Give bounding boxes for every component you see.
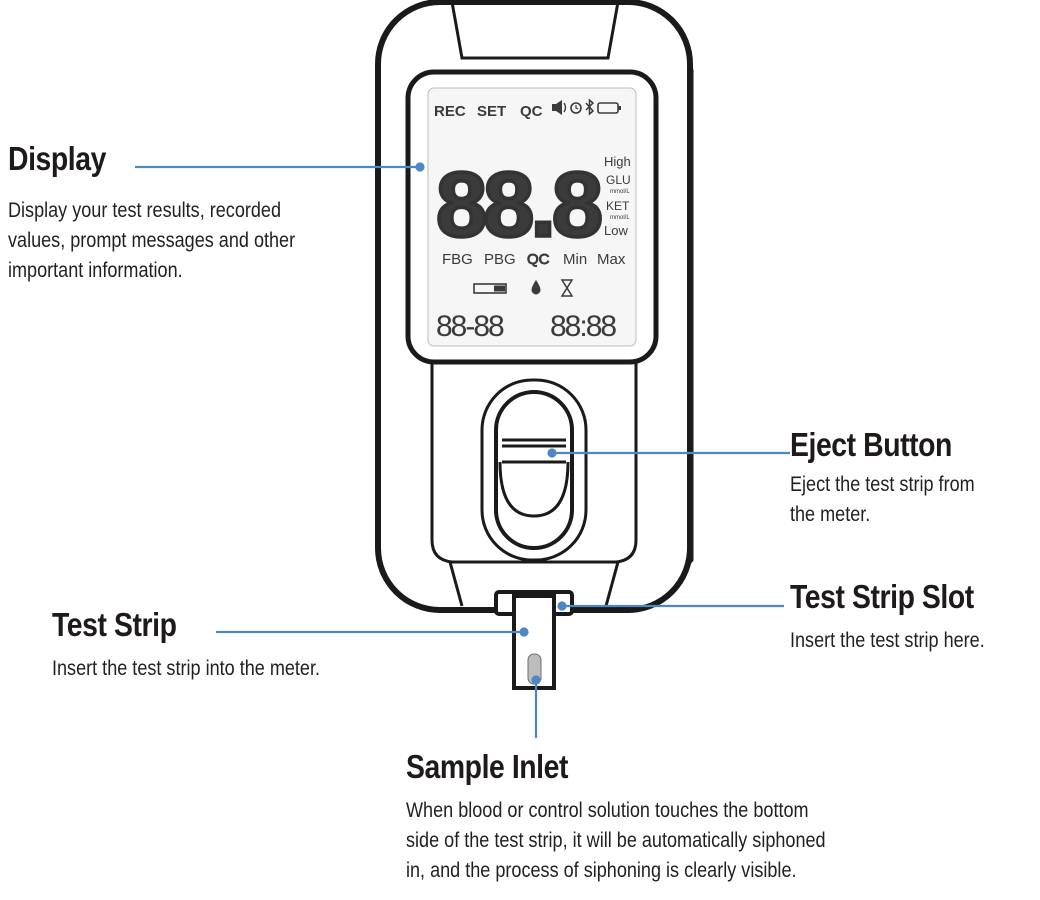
battery-icon [597, 102, 621, 114]
meter-top-cap [450, 1, 620, 60]
slot-leader-dot [557, 601, 567, 611]
lcd-high-label: High [604, 154, 631, 169]
test-strip [512, 594, 556, 690]
eject-button-grip [498, 461, 570, 518]
inlet-callout-title: Sample Inlet [406, 748, 569, 785]
lcd-ket-unit: mmol/L [610, 215, 630, 221]
display-callout-line-1: Display your test results, recorded [8, 199, 282, 222]
lcd-glu-label: GLU [606, 173, 631, 187]
lcd-set-label: SET [477, 103, 506, 120]
slot-callout-line-1: Insert the test strip here. [790, 629, 985, 652]
lcd-pbg-label: PBG [484, 251, 516, 268]
strip-callout-line-1: Insert the test strip into the meter. [52, 657, 321, 680]
strip-leader-dot [519, 627, 529, 637]
eject-callout-line-1: Eject the test strip from [790, 473, 975, 496]
eject-leader-dot [547, 448, 557, 458]
display-callout-line-2: values, prompt messages and other [8, 229, 296, 252]
blood-drop-icon [531, 280, 541, 295]
eject-button[interactable] [494, 390, 574, 550]
meter-bottom-cap [448, 561, 620, 607]
lcd-main-reading: 88.8 [436, 154, 601, 256]
eject-callout-line-2: the meter. [790, 503, 871, 526]
display-leader-dot [415, 162, 425, 172]
lcd-min-label: Min [563, 251, 587, 268]
lcd-fbg-label: FBG [442, 251, 473, 268]
display-screen [427, 87, 637, 347]
meter-lower-panel [430, 362, 638, 564]
strip-callout-title: Test Strip [52, 606, 177, 643]
lcd-qc-label: QC [520, 103, 543, 120]
lcd-date: 88-88 [436, 310, 504, 343]
leader-lines [135, 162, 790, 738]
inlet-callout-line-2: side of the test strip, it will be autom… [406, 829, 826, 852]
lcd-rec-label: REC [434, 103, 466, 120]
lcd-low-label: Low [604, 223, 628, 238]
lcd-glu-unit: mmol/L [610, 189, 630, 195]
lcd-time: 88:88 [550, 310, 616, 343]
lcd-ket-label: KET [606, 199, 630, 213]
speaker-icon [552, 100, 567, 115]
lcd-max-label: Max [597, 251, 626, 268]
inlet-leader-dot [531, 675, 541, 685]
bluetooth-icon [585, 98, 595, 116]
eject-button-slider [502, 438, 566, 464]
strip-indicator-icon [473, 283, 507, 294]
eject-callout-title: Eject Button [790, 426, 952, 463]
inlet-callout-line-3: in, and the process of siphoning is clea… [406, 859, 797, 882]
hourglass-icon [560, 279, 574, 297]
inlet-callout-line-1: When blood or control solution touches t… [406, 799, 809, 822]
slot-callout-title: Test Strip Slot [790, 578, 974, 615]
alarm-clock-icon [570, 102, 582, 114]
display-callout-title: Display [8, 140, 106, 177]
display-callout-line-3: important information. [8, 259, 183, 282]
lcd-qc-mode-label: QC [527, 251, 550, 268]
